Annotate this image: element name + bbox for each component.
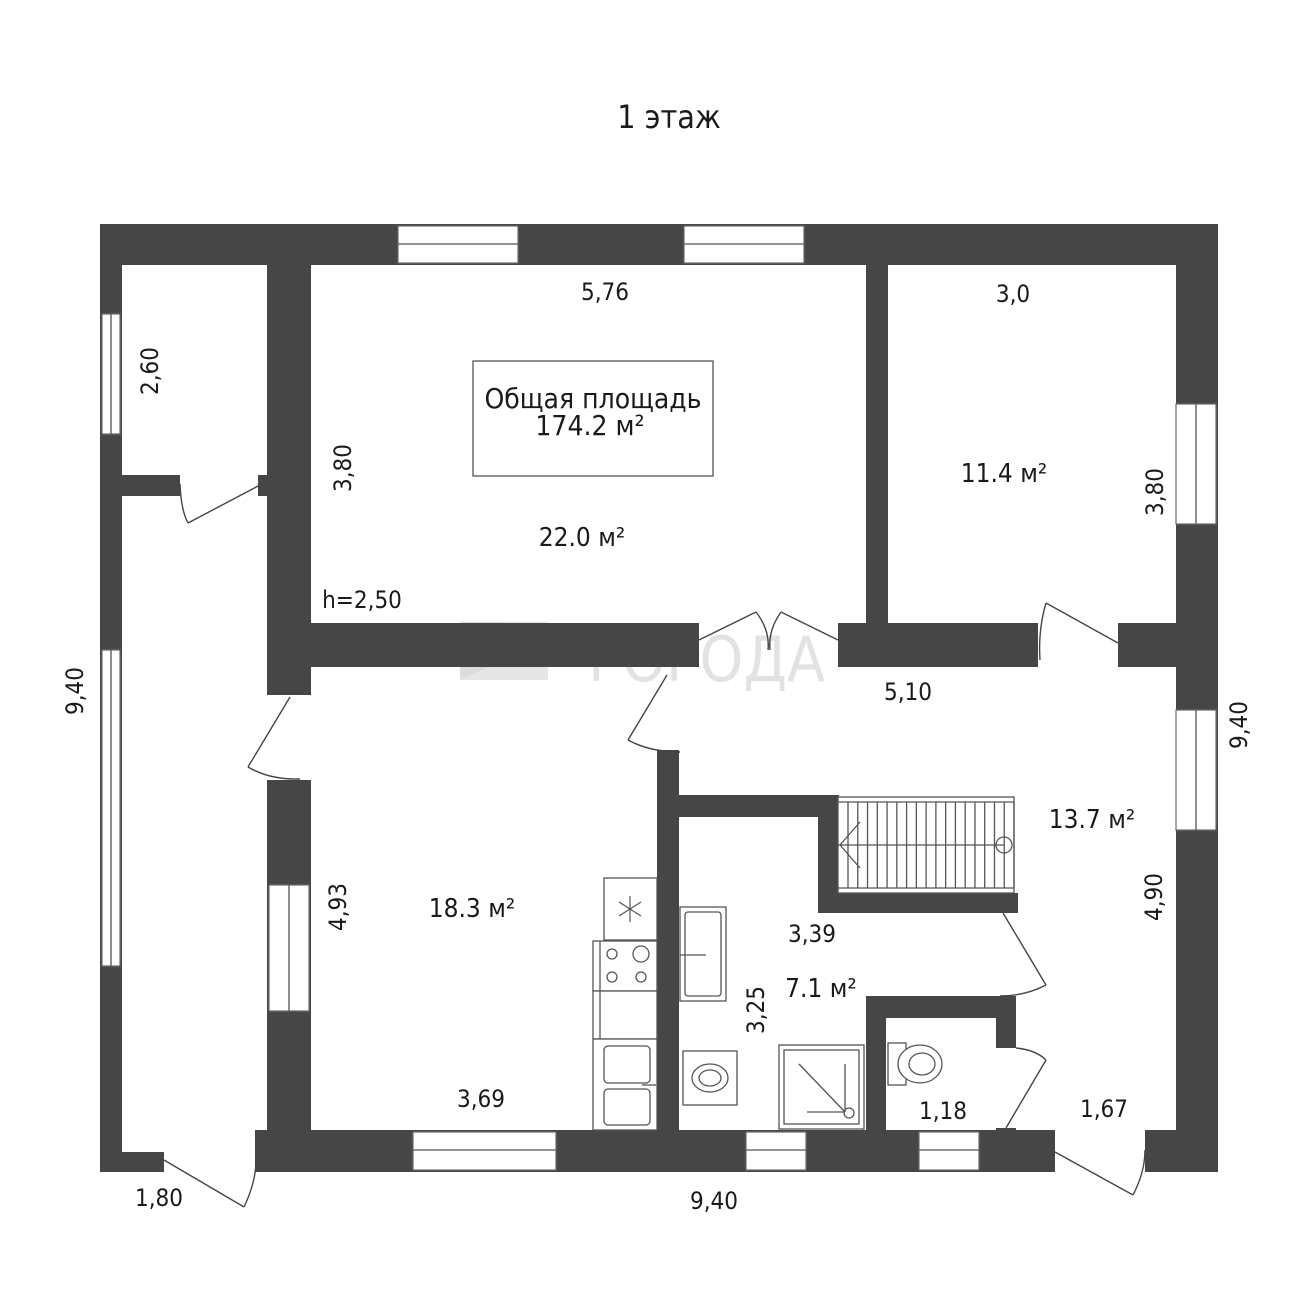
wall-wc-right xyxy=(996,996,1016,1048)
windows xyxy=(101,225,1217,1171)
door-storage-swing xyxy=(179,483,189,524)
washing-machine-door-icon xyxy=(698,1069,722,1087)
door-bath-swing xyxy=(999,984,1047,997)
window-bath xyxy=(745,1131,807,1171)
door-bedroom-swing xyxy=(1038,602,1047,661)
dim-hall-width: 5,10 xyxy=(884,678,932,706)
wall-bath-top xyxy=(679,795,839,817)
wall-stair-bottom xyxy=(818,893,1018,913)
room-area-hall: 13.7 м² xyxy=(1049,805,1136,835)
counter xyxy=(592,990,658,1040)
door-living-right-swing xyxy=(769,611,782,651)
toilet-seat-icon xyxy=(908,1052,936,1076)
wall-bedroom-bottom-right xyxy=(1118,623,1218,667)
dim-bath-width: 3,39 xyxy=(788,920,836,948)
shower-drain-line-icon xyxy=(798,1063,846,1113)
door-living-left-leaf xyxy=(698,611,757,641)
stair-start-icon xyxy=(995,836,1013,854)
wall-bottom-right xyxy=(1145,1130,1218,1172)
dim-hall-height: 4,90 xyxy=(1140,873,1168,921)
dim-vestibule-width: 1,67 xyxy=(1080,1095,1128,1123)
sink-bowl-icon xyxy=(603,1088,651,1126)
door-bath-leaf xyxy=(1002,912,1047,986)
window-kitchen-bottom xyxy=(412,1131,557,1171)
door-wc-swing xyxy=(1015,1047,1047,1061)
shower-drain-icon xyxy=(843,1107,855,1119)
dim-kitchen-width: 3,69 xyxy=(457,1085,505,1113)
bath-sink xyxy=(679,906,727,1002)
shower-tray-inner xyxy=(783,1049,860,1125)
kitchen-fixtures xyxy=(592,877,658,1131)
burner-icon xyxy=(632,945,650,963)
dim-right-overall: 9,40 xyxy=(1225,701,1253,749)
dim-bottom-overall: 9,40 xyxy=(690,1187,738,1215)
room-area-bedroom: 11.4 м² xyxy=(961,459,1048,489)
burner-icon xyxy=(635,971,647,983)
door-entrance-leaf xyxy=(1054,1151,1134,1196)
burner-icon xyxy=(606,948,618,960)
wall-bottom-left xyxy=(100,1152,164,1172)
total-area-value: 174.2 м² xyxy=(535,409,644,442)
dim-kitchen-height: 4,93 xyxy=(324,883,352,931)
door-storage-leaf xyxy=(187,483,263,524)
wall-living-bedroom xyxy=(866,245,888,625)
dim-living-height: 3,80 xyxy=(329,444,357,492)
wall-corridor-upper xyxy=(267,245,311,695)
wall-kitchen-right xyxy=(657,750,679,1172)
door-hall-swing xyxy=(627,739,681,753)
sink-bowl-icon xyxy=(603,1045,651,1084)
doors xyxy=(163,483,1146,1208)
room-area-bathroom: 7.1 м² xyxy=(785,974,857,1004)
door-kitchen-leaf xyxy=(247,696,291,768)
dim-bedroom-width: 3,0 xyxy=(996,280,1030,308)
door-living-right-leaf xyxy=(780,611,839,641)
wall-living-bottom xyxy=(267,623,699,667)
total-area-label: Общая площадь xyxy=(484,382,701,415)
dim-wc-width: 1,18 xyxy=(919,1097,967,1125)
toilet-bowl-icon xyxy=(897,1044,943,1084)
washing-machine xyxy=(682,1050,738,1106)
floor-title: 1 этаж xyxy=(617,98,721,136)
door-corridor-exit-leaf xyxy=(163,1159,245,1208)
door-entrance-swing xyxy=(1132,1149,1146,1196)
wall-bath-right xyxy=(866,996,886,1172)
total-area-box xyxy=(472,360,714,477)
door-corridor-exit-swing xyxy=(243,1159,257,1208)
wall-wc-top xyxy=(866,996,996,1018)
room-area-living: 22.0 м² xyxy=(539,523,626,553)
wall-bedroom-bottom-left xyxy=(838,623,1038,667)
room-area-kitchen: 18.3 м² xyxy=(429,894,516,924)
dim-ceiling-height: h=2,50 xyxy=(322,586,402,614)
window-wc xyxy=(918,1131,980,1171)
door-bedroom-leaf xyxy=(1045,602,1119,644)
walls xyxy=(100,224,1218,1172)
wall-storage-bottom xyxy=(100,475,180,496)
dim-bath-height: 3,25 xyxy=(742,986,770,1034)
staircase xyxy=(837,796,1015,894)
dim-corridor-width: 1,80 xyxy=(135,1184,183,1212)
dim-living-width: 5,76 xyxy=(581,278,629,306)
wall-wc-right-low xyxy=(996,1128,1016,1172)
wall-stair-left xyxy=(818,795,838,913)
bathroom-fixtures xyxy=(679,906,943,1130)
bath-sink-basin-icon xyxy=(684,911,722,997)
snowflake-icon xyxy=(618,896,642,922)
stair-arrow-icon xyxy=(839,821,861,869)
wall-right xyxy=(1176,224,1218,1172)
door-hall-leaf xyxy=(627,674,668,741)
dim-bedroom-height: 3,80 xyxy=(1141,468,1169,516)
dim-left-overall: 9,40 xyxy=(61,667,89,715)
stove xyxy=(592,940,658,992)
door-wc-leaf xyxy=(1005,1059,1047,1129)
door-living-left-swing xyxy=(755,611,769,651)
dim-storage-height: 2,60 xyxy=(136,347,164,395)
door-kitchen-swing xyxy=(247,766,301,780)
washing-machine-drum-icon xyxy=(691,1063,729,1093)
burner-icon xyxy=(606,971,618,983)
wall-storage-door-jamb xyxy=(258,475,270,496)
